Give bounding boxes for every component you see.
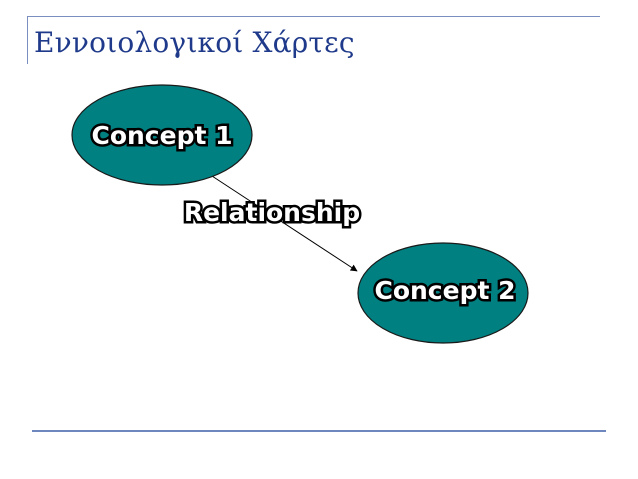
slide-title: Εννοιολογικοί Χάρτες	[34, 26, 355, 59]
concept-2-node	[357, 242, 529, 344]
concept-2-label: Concept 2	[374, 276, 515, 305]
relationship-label: Relationship	[184, 198, 360, 227]
bottom-rule	[32, 430, 606, 432]
concept-1-node	[71, 84, 253, 186]
top-rule	[27, 16, 600, 17]
relationship-arrow	[211, 175, 358, 272]
left-accent-rule	[27, 16, 28, 64]
concept-1-label: Concept 1	[91, 121, 232, 150]
